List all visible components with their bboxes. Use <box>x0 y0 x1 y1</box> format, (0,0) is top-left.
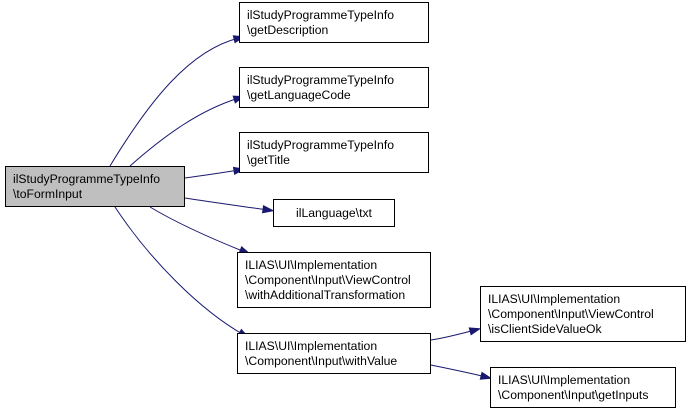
node-label-line: ilStudyProgrammeTypeInfo <box>247 7 394 22</box>
node-label-line: \toFormInput <box>13 186 83 201</box>
node-label-line: \Component\Input\ViewControl <box>245 272 411 287</box>
node-label-line: \getLanguageCode <box>247 87 351 102</box>
edge-withValue-to-isClientSideValueOk <box>430 329 476 341</box>
node-label-line: \withAdditionalTransformation <box>245 287 406 302</box>
node-getInputs[interactable]: ILIAS\UI\Implementation \Component\Input… <box>490 367 676 408</box>
node-label-line: ILIAS\UI\Implementation <box>245 338 378 353</box>
node-withValue[interactable]: ILIAS\UI\Implementation \Component\Input… <box>237 333 431 374</box>
node-label-line: \getDescription <box>247 22 329 37</box>
node-label-line: \isClientSideValueOk <box>488 321 602 336</box>
edge-withValue-to-getInputs <box>430 364 487 378</box>
edge-root-to-getTitle <box>184 169 240 179</box>
edge-root-to-txt <box>184 197 269 211</box>
node-txt[interactable]: ilLanguage\txt <box>273 199 395 227</box>
node-label-line: \Component\Input\withValue <box>245 353 398 368</box>
node-label-line: \Component\Input\ViewControl <box>488 306 654 321</box>
node-withAdditionalTransformation[interactable]: ILIAS\UI\Implementation \Component\Input… <box>237 252 431 308</box>
edge-root-to-withValue <box>114 206 245 336</box>
node-label-line: \getTitle <box>247 152 290 167</box>
node-label-line: ILIAS\UI\Implementation <box>488 291 621 306</box>
node-label-line: ilStudyProgrammeTypeInfo <box>247 72 394 87</box>
node-getLanguageCode[interactable]: ilStudyProgrammeTypeInfo \getLanguageCod… <box>239 67 429 108</box>
node-label-line: \Component\Input\getInputs <box>498 387 649 402</box>
node-label-line: ILIAS\UI\Implementation <box>245 257 378 272</box>
node-label-line: ILIAS\UI\Implementation <box>498 372 631 387</box>
arrowhead-isClientSideValueOk <box>468 327 482 336</box>
edge-root-to-getDescription <box>109 37 240 167</box>
node-label-line: ilStudyProgrammeTypeInfo <box>13 171 160 186</box>
node-isClientSideValueOk[interactable]: ILIAS\UI\Implementation \Component\Input… <box>480 286 686 342</box>
node-getDescription[interactable]: ilStudyProgrammeTypeInfo \getDescription <box>239 2 429 43</box>
node-getTitle[interactable]: ilStudyProgrammeTypeInfo \getTitle <box>239 132 429 173</box>
edge-root-to-getLanguageCode <box>129 97 240 167</box>
arrowhead-getInputs <box>479 371 493 380</box>
edge-root-to-withAdditionalTransformation <box>149 206 246 253</box>
node-root-toFormInput[interactable]: ilStudyProgrammeTypeInfo \toFormInput <box>5 166 185 207</box>
node-label-line: ilStudyProgrammeTypeInfo <box>247 137 394 152</box>
node-label-line: ilLanguage\txt <box>296 205 372 220</box>
arrowhead-txt <box>261 205 275 214</box>
